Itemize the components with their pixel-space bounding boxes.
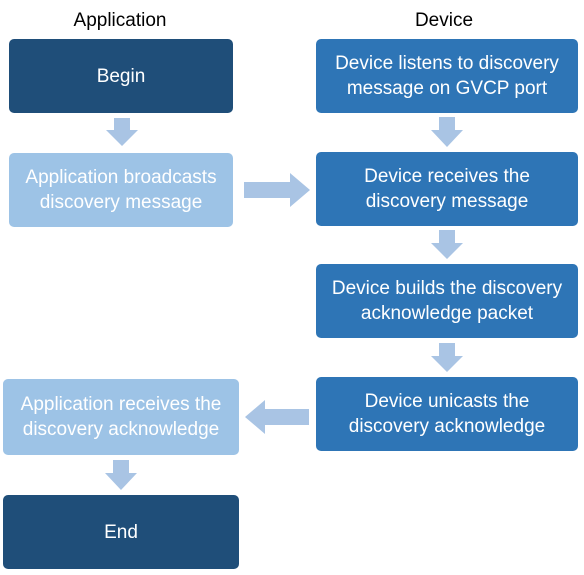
down-arrow-icon	[105, 460, 137, 490]
application-broadcast-line-2: discovery message	[39, 192, 203, 213]
right-arrow-icon	[244, 173, 310, 207]
device-unicasts-line-2: discovery acknowledge	[348, 416, 546, 437]
device-builds-line-1: Device builds the discovery	[331, 278, 563, 299]
application-column-title: Application	[73, 10, 167, 31]
application-receives-ack-line-1: Application receives the	[20, 394, 222, 415]
down-arrow-icon	[106, 118, 138, 146]
device-listens-box: Device listens to discovery message on G…	[316, 39, 578, 113]
begin-label: Begin	[96, 65, 146, 87]
device-column-title: Device	[414, 10, 474, 31]
left-arrow-icon	[245, 400, 309, 434]
application-broadcast-line-1: Application broadcasts	[25, 167, 217, 188]
device-receives-line-2: discovery message	[365, 191, 529, 212]
device-receives-box: Device receives the discovery message	[316, 152, 578, 226]
down-arrow-icon	[431, 230, 463, 259]
application-broadcast-box: Application broadcasts discovery message	[9, 153, 233, 227]
device-builds-line-2: acknowledge packet	[360, 303, 534, 324]
end-box: End	[3, 495, 239, 569]
device-unicasts-line-1: Device unicasts the	[364, 391, 530, 412]
down-arrow-icon	[431, 343, 463, 372]
application-receives-ack-line-2: discovery acknowledge	[22, 419, 220, 440]
down-arrow-icon	[431, 117, 463, 147]
application-receives-ack-box: Application receives the discovery ackno…	[3, 379, 239, 455]
device-receives-line-1: Device receives the	[364, 166, 530, 187]
device-listens-line-2: message on GVCP port	[346, 78, 548, 99]
device-listens-line-1: Device listens to discovery	[335, 53, 559, 74]
end-label: End	[104, 521, 138, 543]
begin-box: Begin	[9, 39, 233, 113]
device-builds-box: Device builds the discovery acknowledge …	[316, 264, 578, 338]
device-unicasts-box: Device unicasts the discovery acknowledg…	[316, 377, 578, 451]
